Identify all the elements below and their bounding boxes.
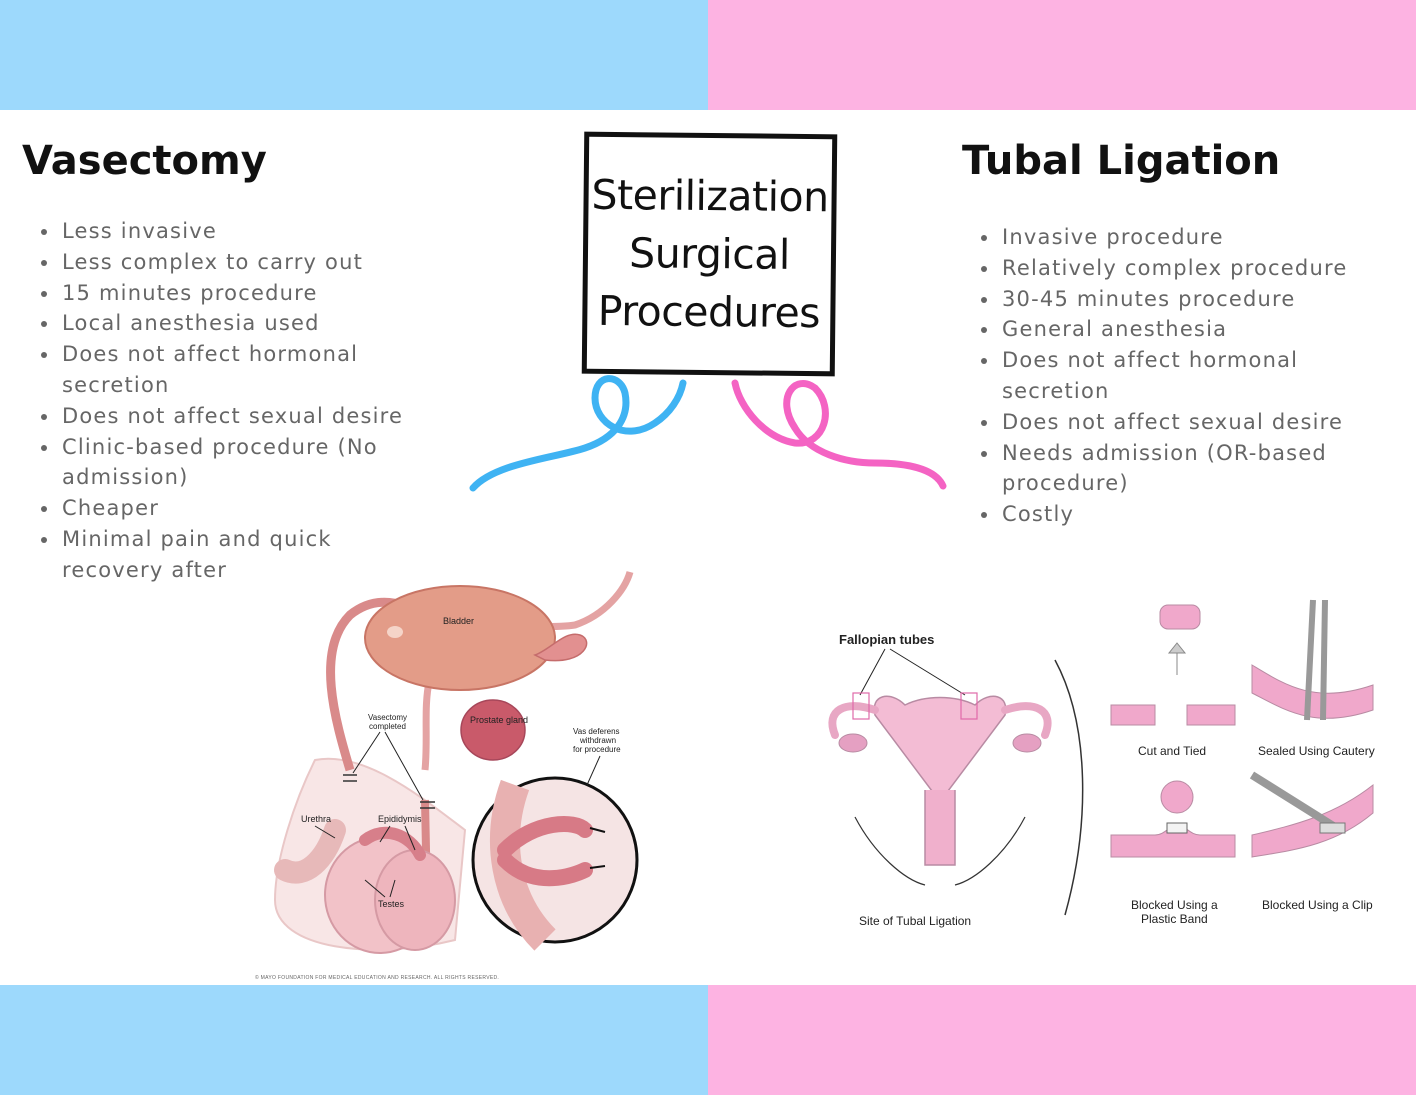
vas-deferens-label: withdrawn xyxy=(579,736,616,745)
list-item: Does not affect sexual desire xyxy=(1000,407,1400,438)
list-item: Relatively complex procedure xyxy=(1000,253,1400,284)
cut-tied-label: Cut and Tied xyxy=(1138,744,1206,758)
blue-ribbon-icon xyxy=(469,375,687,492)
center-title-box: Sterilization Surgical Procedures xyxy=(581,131,838,377)
title-line: Sterilization xyxy=(591,170,829,222)
fallopian-tubes-label: Fallopian tubes xyxy=(839,632,934,647)
site-label: Site of Tubal Ligation xyxy=(859,914,971,928)
bottom-band-pink xyxy=(708,985,1416,1095)
top-band-pink xyxy=(708,0,1416,110)
prostate-label: Prostate gland xyxy=(470,715,528,725)
vasectomy-list: Less invasive Less complex to carry out … xyxy=(22,216,410,586)
list-item: Minimal pain and quick recovery after xyxy=(60,524,410,586)
list-item: Cheaper xyxy=(60,493,410,524)
vasectomy-completed-label: Vasectomy xyxy=(368,713,407,722)
cautery-label: Sealed Using Cautery xyxy=(1258,744,1375,758)
prostate-shape xyxy=(460,699,526,761)
vasectomy-diagram: Bladder Prostate gland Vasectomy complet… xyxy=(273,570,639,954)
vasectomy-heading: Vasectomy xyxy=(22,138,267,184)
plastic-band-label: Plastic Band xyxy=(1141,912,1208,926)
list-item: Clinic-based procedure (No admission) xyxy=(60,432,410,494)
list-item: Does not affect hormonal secretion xyxy=(60,339,410,401)
list-item: Less invasive xyxy=(60,216,410,247)
bladder-label: Bladder xyxy=(443,616,474,626)
list-item: Costly xyxy=(1000,499,1400,530)
clip-label: Blocked Using a Clip xyxy=(1262,898,1373,912)
vas-deferens-label: for procedure xyxy=(573,745,621,754)
copyright-note: © MAYO FOUNDATION FOR MEDICAL EDUCATION … xyxy=(255,975,500,981)
pink-ribbon-icon xyxy=(731,379,947,490)
testes-label: Testes xyxy=(378,899,405,909)
top-band-blue xyxy=(0,0,708,110)
vasectomy-completed-label: completed xyxy=(369,722,406,731)
vas-deferens-label: Vas deferens xyxy=(573,727,620,736)
list-item: Does not affect sexual desire xyxy=(60,401,410,432)
list-item: General anesthesia xyxy=(1000,314,1400,345)
plastic-band-label: Blocked Using a xyxy=(1131,898,1218,912)
list-item: 15 minutes procedure xyxy=(60,278,410,309)
bottom-band-blue xyxy=(0,985,708,1095)
bladder-shape xyxy=(364,585,556,691)
list-item: Needs admission (OR-based procedure) xyxy=(1000,438,1400,500)
title-line: Surgical xyxy=(628,229,791,279)
list-item: 30-45 minutes procedure xyxy=(1000,284,1400,315)
title-line: Procedures xyxy=(597,286,821,338)
list-item: Does not affect hormonal secretion xyxy=(1000,345,1400,407)
epididymis-label: Epididymis xyxy=(378,814,422,824)
uterus-shape xyxy=(873,695,1007,796)
tubal-ligation-list: Invasive procedure Relatively complex pr… xyxy=(962,222,1400,530)
tubal-ligation-diagram: Fallopian tubes Site of Tubal Ligation C… xyxy=(828,599,1375,928)
list-item: Invasive procedure xyxy=(1000,222,1400,253)
list-item: Local anesthesia used xyxy=(60,308,410,339)
tubal-ligation-heading: Tubal Ligation xyxy=(962,138,1281,184)
urethra-label: Urethra xyxy=(301,814,331,824)
list-item: Less complex to carry out xyxy=(60,247,410,278)
ribbons-decoration xyxy=(469,375,947,492)
